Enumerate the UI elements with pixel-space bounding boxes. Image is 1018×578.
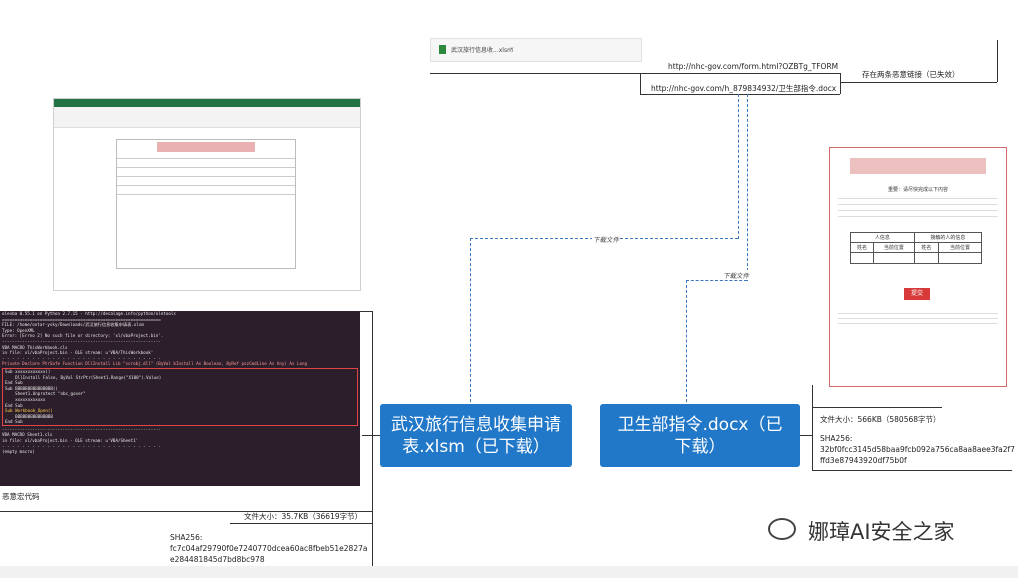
terminal-line: End Sub — [5, 380, 23, 386]
dashed-connector-main — [738, 94, 739, 239]
terminal-line: Sheet1.Unprotect "nbc_gover" — [5, 391, 86, 397]
terminal-line: VBA MACRO Sheet1.cls — [2, 432, 53, 438]
docx-size-underline — [812, 407, 942, 408]
docx-size: 文件大小：566KB（580568字节） — [820, 415, 941, 424]
xlsm-left-bracket — [372, 311, 373, 511]
terminal-line: Type: OpenXML — [2, 327, 35, 333]
node-xlsm-file[interactable]: 武汉旅行信息收集申请表.xlsm（已下载） — [380, 404, 572, 467]
terminal-line: in file: xl/vbaProject.bin - OLE stream:… — [2, 350, 154, 356]
terminal-line: xxxxxxxxxxxx — [5, 396, 46, 402]
watermark-text: 娜璋AI安全之家 — [808, 520, 955, 544]
dashed-connector-left-v — [470, 238, 471, 402]
dashed-connector-right-v2 — [686, 280, 687, 402]
docx-doc-connector — [812, 385, 813, 407]
node-docx-file[interactable]: 卫生部指令.docx（已下载） — [600, 404, 800, 467]
terminal-line: olevba 0.55.1 on Python 2.7.15 - http://… — [2, 311, 176, 316]
xlsm-size: 文件大小：35.7KB（36619字节） — [244, 512, 363, 521]
excel-bracket-top — [360, 311, 372, 312]
doc-sub-a: 姓名 — [849, 242, 875, 253]
terminal-line: End Sub — [5, 402, 23, 408]
docx-sha256: 32bf0fcc3145d58baa9fcb092a756ca8aa8aee3f… — [820, 445, 1015, 465]
doc-sub-b: 当前位置 — [873, 242, 915, 253]
docx-info-bracket — [812, 407, 813, 470]
download-file-name: 武汉旅行信息收...xlsm — [451, 47, 513, 54]
excel-file-icon — [439, 45, 446, 54]
doc-heading: 重要：请尽快完成以下内容 — [887, 187, 948, 193]
docx-to-bracket — [800, 435, 812, 436]
doc-sub-a: 姓名 — [913, 242, 939, 253]
terminal-line: Sub BBBBBBBBBBBBBBB() — [5, 385, 58, 391]
terminal-line: DllInstall False, ByVal StrPtr(Sheet1.Ra… — [5, 374, 162, 380]
malicious-url-1: http://nhc-gov.com/form.html?OZBTg_TFORM — [668, 62, 839, 71]
malicious-link-note: 存在两条恶意链接（已失效） — [862, 70, 960, 79]
url-underline-1 — [430, 73, 840, 74]
terminal-line: ----------------------------------------… — [2, 426, 161, 432]
url-underline-2 — [640, 94, 840, 95]
edge-label-download-right: 下载文件 — [722, 270, 750, 280]
note-bracket — [997, 40, 998, 82]
doc-col-1: 人信息 — [850, 232, 915, 243]
terminal-line: (empty macro) — [2, 449, 35, 455]
footer-strip — [0, 566, 1018, 578]
chevron-down-icon[interactable]: ⌄ — [509, 43, 515, 51]
docx-sha-label: SHA256: — [820, 434, 853, 443]
edge-label-download-left: 下载文件 — [592, 234, 620, 244]
terminal-line: Sub xxxxxxxxxxxx() — [5, 368, 51, 374]
terminal-line: - - - - - - - - - - - - - - - - - - - - … — [2, 443, 161, 449]
macro-caption: 恶意宏代码 — [2, 492, 40, 501]
terminal-line: - - - - - - - - - - - - - - - - - - - - … — [2, 355, 161, 361]
terminal-line: ----------------------------------------… — [2, 338, 161, 344]
malicious-url-2: http://nhc-gov.com/h_879834932/卫生部指令.doc… — [651, 84, 837, 93]
dashed-connector-right-v — [747, 94, 748, 281]
docx-sha-underline — [812, 470, 1012, 471]
terminal-line: in file: xl/vbaProject.bin - OLE stream:… — [2, 438, 139, 444]
doc-col-2: 接触的人的信息 — [913, 232, 983, 243]
url-connector — [640, 73, 641, 94]
macro-underline — [0, 511, 372, 512]
olevba-terminal-output: olevba 0.55.1 on Python 2.7.15 - http://… — [0, 311, 360, 486]
url-bracket — [840, 73, 841, 94]
doc-submit-button[interactable]: 提交 — [904, 288, 930, 300]
terminal-line: Sub Workbook_Open() — [5, 408, 53, 414]
doc-contact-table: 人信息 接触的人的信息 姓名 当前位置 姓名 当前位置 — [849, 232, 983, 264]
xlsm-to-bracket — [362, 435, 380, 436]
excel-screenshot — [53, 98, 361, 291]
xlsm-sha256: fc7c04af29790f0e7240770dcea60ac8fbeb51e2… — [170, 544, 368, 564]
terminal-line: FILE: /home/ontar-ysky/Downloads/武汉旅行信息收… — [2, 322, 144, 328]
terminal-line: Private Declare PtrSafe Function DllInst… — [2, 361, 308, 367]
xlsm-size-underline — [230, 523, 372, 524]
doc-sub-b: 当前位置 — [937, 242, 983, 253]
wechat-icon — [768, 518, 796, 540]
terminal-line: End Sub — [5, 419, 23, 425]
xlsm-info-bracket — [372, 467, 373, 567]
terminal-line: VBA MACRO ThisWorkbook.cls — [2, 344, 68, 350]
browser-download-tab[interactable]: 武汉旅行信息收...xlsm ⌄ — [430, 38, 642, 62]
terminal-line: BBBBBBBBBBBBBBB — [5, 413, 53, 419]
note-underline — [840, 82, 997, 83]
terminal-line: ========================================… — [2, 316, 161, 322]
dashed-connector-right-h — [686, 280, 747, 281]
xlsm-sha-label: SHA256: — [170, 533, 203, 542]
docx-preview: 重要：请尽快完成以下内容 人信息 接触的人的信息 姓名 当前位置 姓名 当前位置… — [829, 147, 1007, 387]
terminal-line: Error: [Errno 2] No such file or directo… — [2, 333, 164, 339]
